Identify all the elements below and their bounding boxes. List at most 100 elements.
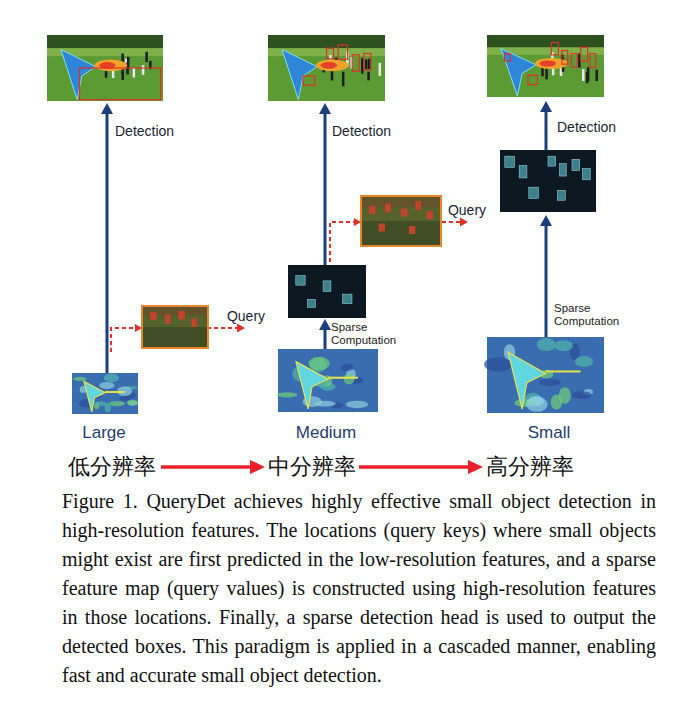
illustration-ellipse — [535, 58, 568, 69]
illustration-rect — [385, 204, 391, 213]
resolution-label: 中分辨率 — [268, 454, 356, 480]
flow-line — [324, 112, 327, 265]
illustration-rect — [343, 294, 352, 304]
illustration-ellipse — [551, 395, 562, 410]
red-arrow-head — [468, 460, 483, 474]
text-slot: Small — [468, 422, 630, 443]
red-arrow-head — [250, 460, 265, 474]
illustration-ellipse — [105, 403, 111, 413]
illustration-rect — [590, 54, 596, 68]
illustration-ellipse — [575, 356, 593, 367]
illustration-rect — [500, 150, 596, 212]
panel-illustration — [468, 22, 630, 445]
illustration-rect — [586, 72, 589, 83]
illustration-rect — [368, 59, 371, 69]
sparse-map — [288, 265, 366, 318]
illustration-rect — [379, 63, 382, 76]
feature-map — [277, 349, 378, 412]
illustration-rect — [278, 349, 378, 412]
illustration-rect — [328, 377, 358, 379]
illustration-ellipse — [127, 400, 138, 406]
illustration-polygon — [61, 50, 96, 100]
arrow-label: Detection — [115, 123, 174, 140]
illustration-ellipse — [99, 382, 114, 389]
detection-photo — [47, 35, 163, 101]
illustration-rect — [487, 337, 604, 413]
illustration-rect — [121, 72, 124, 80]
illustration-rect — [548, 156, 556, 166]
illustration-rect — [268, 35, 385, 48]
illustration-ellipse — [554, 340, 573, 351]
illustration-rect — [562, 51, 568, 65]
panel-illustration — [22, 22, 186, 445]
resolution-label: 低分辨率 — [68, 454, 156, 480]
text-slot: Detection — [332, 123, 391, 140]
illustration-ellipse — [314, 401, 335, 407]
query-map — [142, 306, 208, 348]
arrow-head — [540, 215, 552, 226]
text-slot: 低分辨率 — [68, 454, 156, 480]
detection-photo — [487, 35, 604, 97]
illustration-rect — [361, 196, 441, 246]
illustration-rect — [365, 59, 368, 69]
text-slot: 中分辨率 — [268, 454, 356, 480]
illustration-ellipse — [341, 364, 354, 371]
arrow-head — [319, 319, 331, 330]
illustration-rect — [528, 75, 537, 84]
stage-panel: DetectionLarge — [22, 22, 186, 447]
illustration-polygon — [508, 352, 545, 409]
illustration-rect — [178, 311, 185, 319]
illustration-rect — [369, 206, 375, 214]
illustration-polygon — [501, 49, 536, 96]
illustration-rect — [487, 35, 604, 97]
illustration-rect — [560, 164, 567, 176]
illustration-rect — [551, 42, 558, 54]
illustration-rect — [145, 52, 148, 62]
text-slot: Figure 1. QueryDet achieves highly effec… — [62, 487, 656, 690]
panel-illustration — [245, 22, 407, 445]
panel-title: Medium — [245, 422, 407, 443]
connector-label: Query — [227, 308, 265, 325]
step-label: Sparse Computation — [331, 321, 401, 347]
illustration-ellipse — [540, 60, 556, 66]
illustration-ellipse — [572, 391, 592, 399]
illustration-rect — [427, 211, 433, 219]
text-slot: Sparse Computation — [554, 302, 624, 328]
arrow-head — [540, 101, 552, 112]
illustration-ellipse — [95, 59, 127, 71]
illustration-rect — [379, 224, 385, 232]
illustration-rect — [150, 312, 157, 320]
illustration-ellipse — [120, 396, 131, 401]
illustration-rect — [571, 54, 577, 68]
illustration-rect — [361, 196, 441, 246]
illustration-rect — [338, 45, 347, 60]
illustration-rect — [127, 57, 130, 69]
illustration-rect — [409, 226, 415, 234]
illustration-rect — [79, 68, 160, 100]
illustration-ellipse — [346, 401, 368, 409]
red-arrow-shaft — [161, 465, 252, 469]
illustration-rect — [361, 58, 364, 74]
illustration-rect — [364, 53, 371, 69]
illustration-rect — [165, 314, 170, 323]
illustration-ellipse — [104, 374, 119, 383]
flow-line — [545, 224, 548, 337]
illustration-ellipse — [96, 401, 107, 406]
text-slot: Detection — [115, 123, 174, 140]
stage-panel: DetectionSparse ComputationSmall — [468, 22, 630, 447]
illustration-polygon — [296, 362, 328, 409]
feature-map — [484, 337, 604, 413]
flow-line — [324, 328, 327, 349]
arrow-head — [319, 103, 331, 114]
step-label: Sparse Computation — [554, 302, 624, 328]
illustration-rect — [268, 35, 385, 101]
flow-line — [545, 110, 548, 150]
illustration-rect — [401, 209, 407, 217]
illustration-rect — [361, 221, 441, 246]
illustration-rect — [572, 159, 580, 170]
illustration-rect — [142, 306, 208, 348]
illustration-rect — [308, 299, 316, 307]
arrow-label: Detection — [557, 119, 616, 136]
